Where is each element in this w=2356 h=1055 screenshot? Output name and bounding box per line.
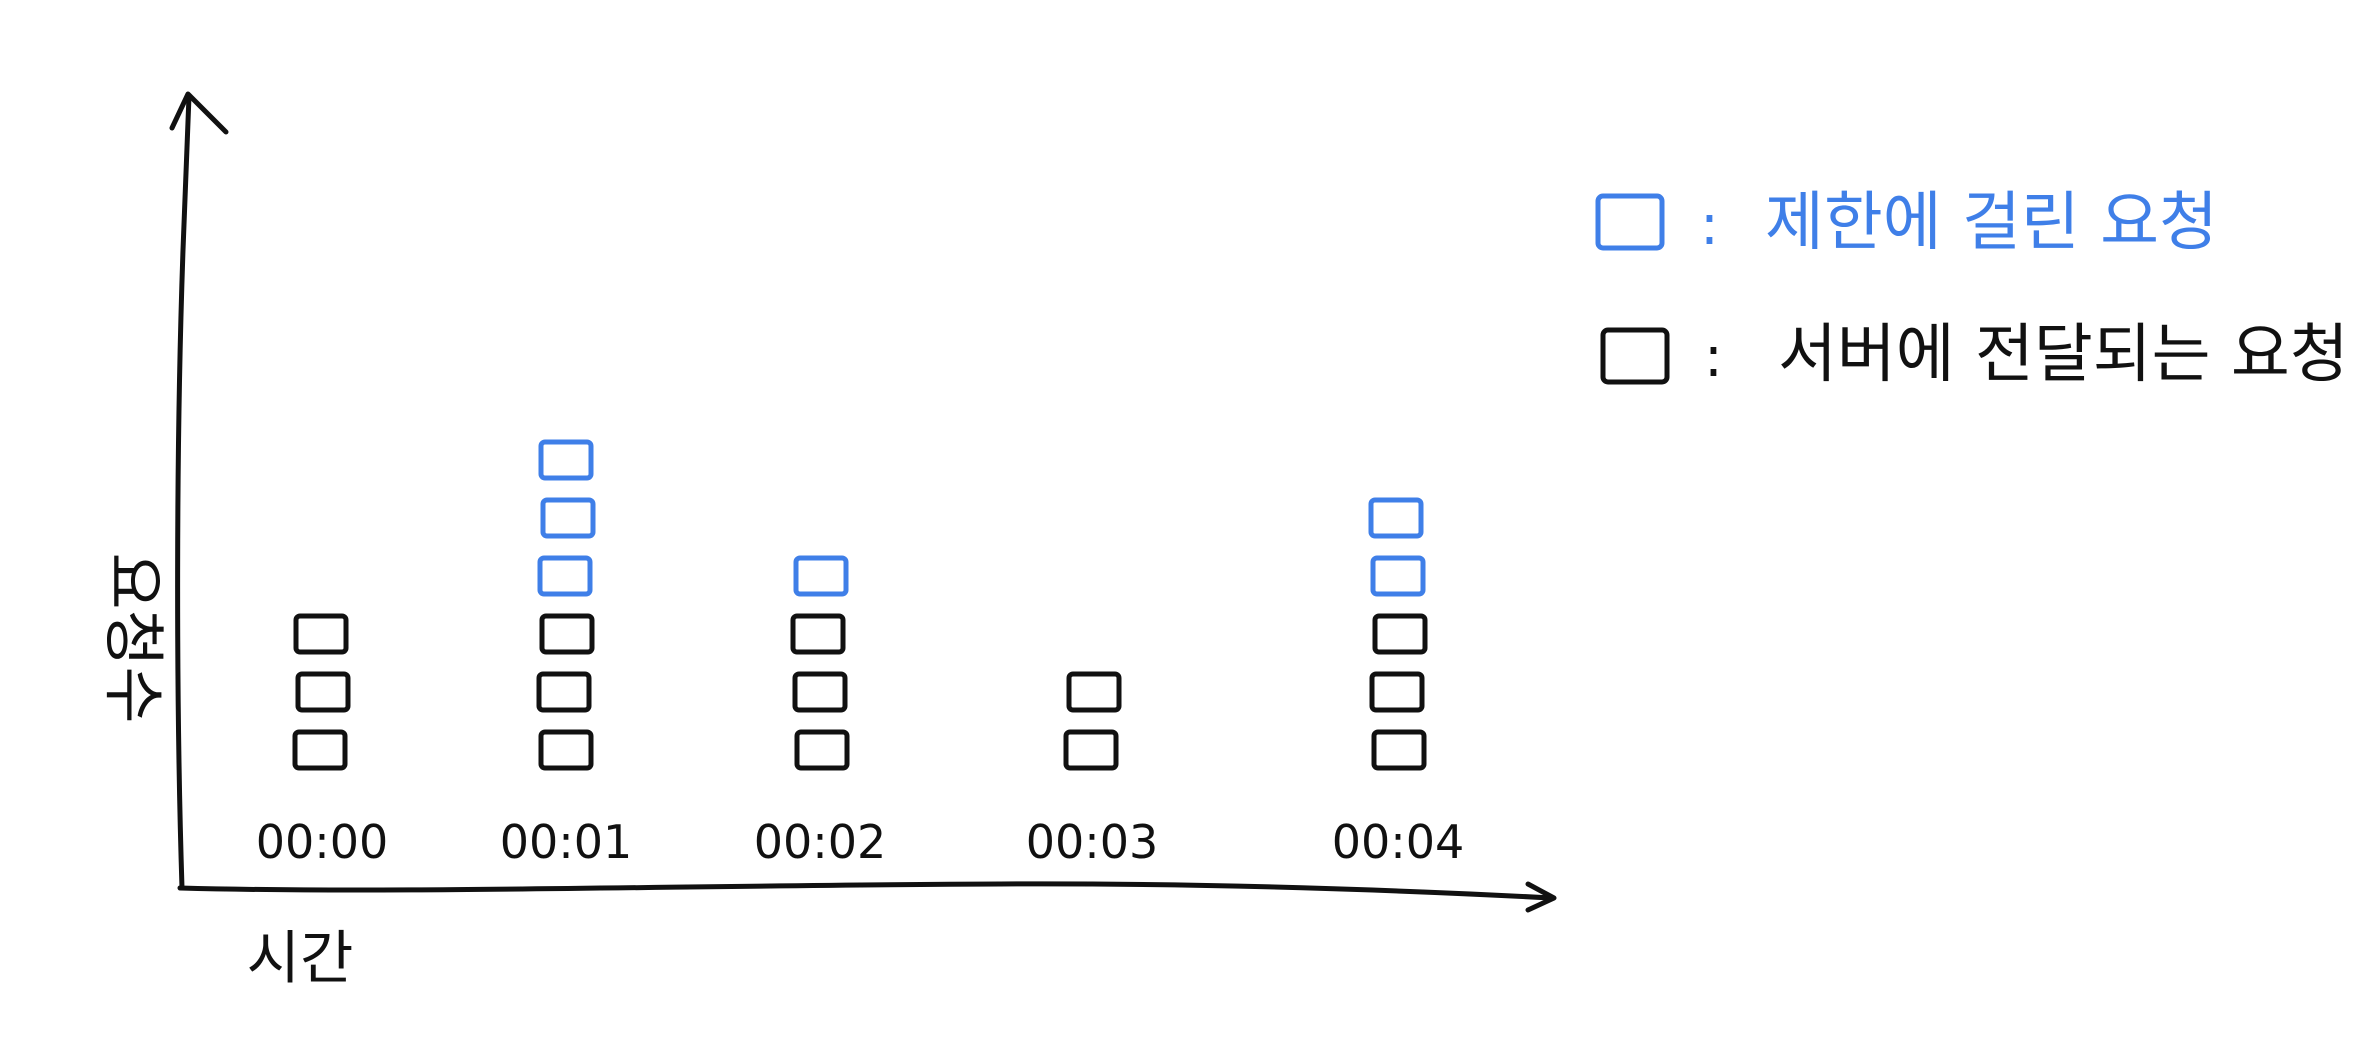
legend-swatch-limited [1595,193,1665,251]
legend-colon: : [1704,325,1723,390]
x-axis [177,881,1557,913]
legend-swatch-delivered [1600,327,1670,385]
x-tick-label: 00:02 [754,815,887,869]
x-tick-label: 00:00 [256,815,389,869]
request-box-delivered [1063,729,1119,771]
request-box-delivered [293,613,349,655]
legend-item-delivered: : 서버에 전달되는 요청 [1600,318,2349,392]
request-box-delivered [295,671,351,713]
request-box-delivered [790,613,846,655]
request-box-delivered [292,729,348,771]
request-box-delivered [538,729,594,771]
legend-item-limited: : 제한에 걸린 요청 [1595,186,2218,260]
request-box-delivered [1066,671,1122,713]
legend-label-limited: 제한에 걸린 요청 [1765,186,2218,260]
x-axis-label: 시간 [247,924,354,992]
y-axis-label: 요청수 [97,552,170,723]
legend-colon: : [1700,193,1719,258]
request-box-delivered [794,729,850,771]
y-axis [169,91,229,891]
request-box-limited [538,439,594,481]
request-box-limited [793,555,849,597]
request-box-delivered [792,671,848,713]
request-box-delivered [536,671,592,713]
x-tick-label: 00:01 [500,815,633,869]
x-tick-label: 00:03 [1026,815,1159,869]
request-box-delivered [1369,671,1425,713]
request-box-limited [1368,497,1424,539]
request-box-delivered [1371,729,1427,771]
request-box-delivered [539,613,595,655]
legend-label-delivered: 서버에 전달되는 요청 [1778,318,2349,392]
x-tick-label: 00:04 [1332,815,1465,869]
request-box-limited [1370,555,1426,597]
request-marks [292,439,1428,771]
request-box-limited [537,555,593,597]
request-box-delivered [1372,613,1428,655]
request-box-limited [540,497,596,539]
x-tick-labels: 00:00 00:01 00:02 00:03 00:04 [256,815,1465,869]
legend: : 제한에 걸린 요청 : 서버에 전달되는 요청 [1595,186,2349,392]
